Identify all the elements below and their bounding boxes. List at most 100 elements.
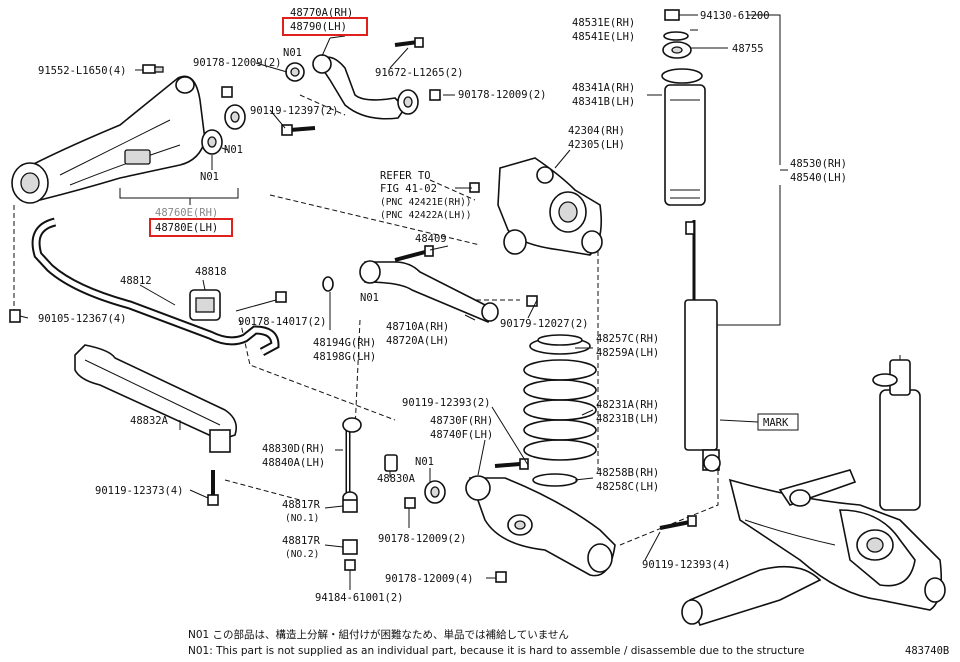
bolt-48409 xyxy=(394,245,434,262)
label-90105: 90105-12367(4) xyxy=(38,313,127,325)
coil-spring-48231a xyxy=(523,359,597,461)
label-mark: MARK xyxy=(763,417,789,429)
bolt-90105 xyxy=(9,309,21,323)
bolt-90119-c xyxy=(494,458,529,470)
assembled-view xyxy=(681,355,946,626)
nut-90178-d xyxy=(404,497,416,509)
label-48790: 48790(LH) xyxy=(290,21,347,33)
upper-spring-insulator-48257c xyxy=(529,334,591,355)
part-labels: 48770A(RH) 48790(LH) N01 91552-L1650(4) … xyxy=(38,7,847,604)
nut-94130 xyxy=(664,9,680,21)
label-48730f: 48730F(RH) xyxy=(430,415,493,427)
label-48258b: 48258B(RH) xyxy=(596,467,659,479)
figure-id: 483740B xyxy=(905,645,949,657)
label-90119-b: 90119-12373(4) xyxy=(95,485,184,497)
label-48720a: 48720A(LH) xyxy=(386,335,449,347)
bushing-n01-lower-arm xyxy=(201,104,246,170)
label-n01-lower-arm-a: N01 xyxy=(224,144,243,156)
mark-callout xyxy=(719,413,799,431)
label-no2: (NO.2) xyxy=(285,549,319,560)
label-n01-upper-arm: N01 xyxy=(283,47,302,59)
label-48830a: 48830A xyxy=(377,473,416,485)
footnote-english: N01: This part is not supplied as an ind… xyxy=(188,645,804,657)
label-48409: 48409 xyxy=(415,233,447,245)
label-48341b: 48341B(LH) xyxy=(572,96,635,108)
label-48818: 48818 xyxy=(195,266,227,278)
label-48780e: 48780E(LH) xyxy=(155,222,218,234)
label-42305: 42305(LH) xyxy=(568,139,625,151)
nut-90178-c xyxy=(275,291,287,303)
label-90178-a: 90178-12009(2) xyxy=(193,57,282,69)
label-48840a: 48840A(LH) xyxy=(262,457,325,469)
lower-arm-48730f xyxy=(465,475,616,577)
shock-absorber-48530 xyxy=(684,220,721,472)
label-90178-e: 90178-12009(4) xyxy=(385,573,474,585)
label-48830d: 48830D(RH) xyxy=(262,443,325,455)
label-90119-c: 90119-12393(2) xyxy=(402,397,491,409)
bushing-n01-spring-arm xyxy=(424,480,446,504)
label-90178-b: 90178-12009(2) xyxy=(458,89,547,101)
label-90178-d: 90178-12009(2) xyxy=(378,533,467,545)
lower-spring-insulator-48258b xyxy=(532,473,578,487)
bolt-90119-a xyxy=(281,124,316,136)
nut-90178-b xyxy=(429,89,441,101)
link-bushing-48830a xyxy=(384,454,398,472)
label-90119-d: 90119-12393(4) xyxy=(642,559,731,571)
label-48740f: 48740F(LH) xyxy=(430,429,493,441)
nut-90178-a xyxy=(221,86,233,98)
label-48530: 48530(RH) xyxy=(790,158,847,170)
label-no1: (NO.1) xyxy=(285,513,319,524)
label-48231b: 48231B(LH) xyxy=(596,413,659,425)
label-90178-c: 90178-14017(2) xyxy=(238,316,327,328)
upper-arm-48790 xyxy=(312,37,419,120)
lower-arm-48780e xyxy=(11,75,239,205)
label-48817r-2: 48817R xyxy=(282,535,321,547)
nut-94184 xyxy=(344,559,356,571)
stabilizer-link-48830d xyxy=(342,417,362,505)
cam-48194g xyxy=(322,276,334,292)
stabilizer-cushion-48817r-no2 xyxy=(342,539,358,555)
link-48710a xyxy=(359,260,499,324)
assembly-dashed-lines xyxy=(13,94,719,546)
footnotes: N01 この部品は、構造上分解・組付けが困難なため、単品では補給していません N… xyxy=(188,628,949,657)
label-48710a: 48710A(RH) xyxy=(386,321,449,333)
label-n01-spring-arm: N01 xyxy=(415,456,434,468)
label-48760e: 48760E(RH) xyxy=(155,207,218,219)
label-48531e: 48531E(RH) xyxy=(572,17,635,29)
label-91552: 91552-L1650(4) xyxy=(38,65,127,77)
label-48817r-1: 48817R xyxy=(282,499,321,511)
label-48540: 48540(LH) xyxy=(790,172,847,184)
label-48194g: 48194G(RH) xyxy=(313,337,376,349)
label-42304: 42304(RH) xyxy=(568,125,625,137)
label-90179: 90179-12027(2) xyxy=(500,318,589,330)
label-48832a: 48832A xyxy=(130,415,169,427)
label-fig: FIG 41-02 xyxy=(380,183,437,195)
highlight-box-48780e xyxy=(149,218,233,237)
label-48257c: 48257C(RH) xyxy=(596,333,659,345)
label-n01-link: N01 xyxy=(360,292,379,304)
label-48755: 48755 xyxy=(732,43,764,55)
label-48770a: 48770A(RH) xyxy=(290,7,353,19)
label-refer-to: REFER TO xyxy=(380,170,431,182)
label-pnc-lh: (PNC 42422A(LH)) xyxy=(380,210,472,221)
label-48258c: 48258C(LH) xyxy=(596,481,659,493)
label-91672: 91672-L1265(2) xyxy=(375,67,464,79)
label-94130: 94130-61200 xyxy=(700,10,770,22)
label-90119-a: 90119-12397(2) xyxy=(250,105,339,117)
bolt-91672 xyxy=(394,37,424,48)
label-pnc-rh: (PNC 42421E(RH)) xyxy=(380,197,472,208)
bump-stopper-48341a xyxy=(661,68,706,206)
stabilizer-cushion-48817r-no1 xyxy=(342,499,358,513)
label-48231a: 48231A(RH) xyxy=(596,399,659,411)
bolt-91552 xyxy=(135,64,164,74)
label-n01-lower-arm-b: N01 xyxy=(200,171,219,183)
washer-48531e xyxy=(663,31,689,41)
label-94184: 94184-61001(2) xyxy=(315,592,404,604)
stabilizer-bushing-48818 xyxy=(189,289,221,321)
label-48198g: 48198G(LH) xyxy=(313,351,376,363)
stabilizer-bar-48812 xyxy=(31,217,280,356)
label-48541e: 48541E(LH) xyxy=(572,31,635,43)
footnote-japanese: N01 この部品は、構造上分解・組付けが困難なため、単品では補給していません xyxy=(188,628,569,641)
bolt-90119-b xyxy=(207,470,219,506)
